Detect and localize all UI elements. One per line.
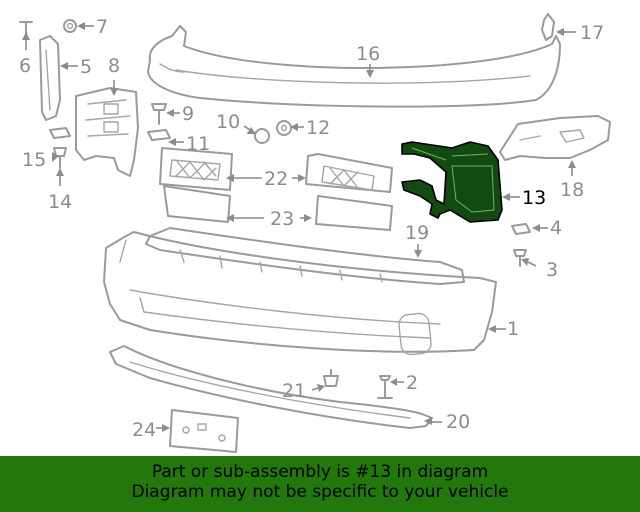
part-8-mount-bracket	[75, 87, 139, 177]
part-19-absorber	[145, 227, 465, 285]
callout-1: 1	[507, 318, 519, 340]
callout-10: 10	[216, 111, 240, 133]
callout-13: 13	[522, 187, 546, 209]
callout-23: 23	[270, 208, 294, 230]
part-17-bracket	[541, 13, 555, 41]
callout-24: 24	[132, 419, 156, 441]
callout-19: 19	[405, 222, 429, 244]
info-banner: Part or sub-assembly is #13 in diagram D…	[0, 456, 640, 512]
callout-11: 11	[186, 133, 210, 155]
part-22-left-grille-insert	[159, 147, 233, 191]
callout-8: 8	[108, 55, 120, 77]
callout-3: 3	[546, 259, 558, 281]
part-5-side-strip	[39, 35, 61, 121]
callout-4: 4	[550, 217, 562, 239]
part-2-bolt	[377, 375, 393, 399]
callout-2: 2	[406, 372, 418, 394]
callout-17: 17	[580, 22, 604, 44]
part-16-upper-valance	[147, 25, 561, 108]
part-9-bolt	[151, 103, 167, 125]
part-22-right-grille-insert	[305, 153, 393, 193]
part-21-pushpin	[323, 369, 339, 387]
part-18-side-bracket	[499, 115, 611, 161]
callout-6: 6	[19, 55, 31, 77]
part-3-bolt	[513, 249, 527, 267]
part-23-right-deflector	[315, 195, 393, 231]
callout-16: 16	[356, 43, 380, 65]
part-15-nut	[49, 127, 71, 139]
callout-12: 12	[306, 117, 330, 139]
callout-7: 7	[96, 16, 108, 38]
part-4-clip-nut	[511, 223, 531, 235]
part-11-clip-nut	[147, 129, 171, 141]
callout-20: 20	[446, 411, 470, 433]
callout-18: 18	[560, 179, 584, 201]
callout-labels: 1 2 3 4 5 6 7 8 9 10 11 12 13 14 15 16 1…	[19, 16, 604, 441]
part-12-nut	[276, 120, 292, 136]
callout-5: 5	[80, 56, 92, 78]
callout-9: 9	[182, 103, 194, 125]
parts-diagram: 1 2 3 4 5 6 7 8 9 10 11 12 13 14 15 16 1…	[19, 13, 611, 453]
leader-lines	[22, 22, 576, 432]
part-13-highlighted-bracket	[401, 141, 503, 223]
part-7-nut	[63, 19, 77, 33]
banner-line-disclaimer: Diagram may not be specific to your vehi…	[131, 482, 509, 502]
callout-14: 14	[48, 191, 72, 213]
part-24-license-bracket	[169, 409, 239, 453]
callout-15: 15	[22, 149, 46, 171]
part-1-bumper-face-bar	[103, 231, 497, 356]
callout-21: 21	[282, 380, 306, 402]
part-20-lower-valance	[109, 345, 433, 429]
callout-22: 22	[264, 168, 288, 190]
banner-line-part-info: Part or sub-assembly is #13 in diagram	[151, 462, 489, 482]
part-23-left-deflector	[163, 185, 231, 223]
part-14-bolt	[53, 147, 67, 169]
